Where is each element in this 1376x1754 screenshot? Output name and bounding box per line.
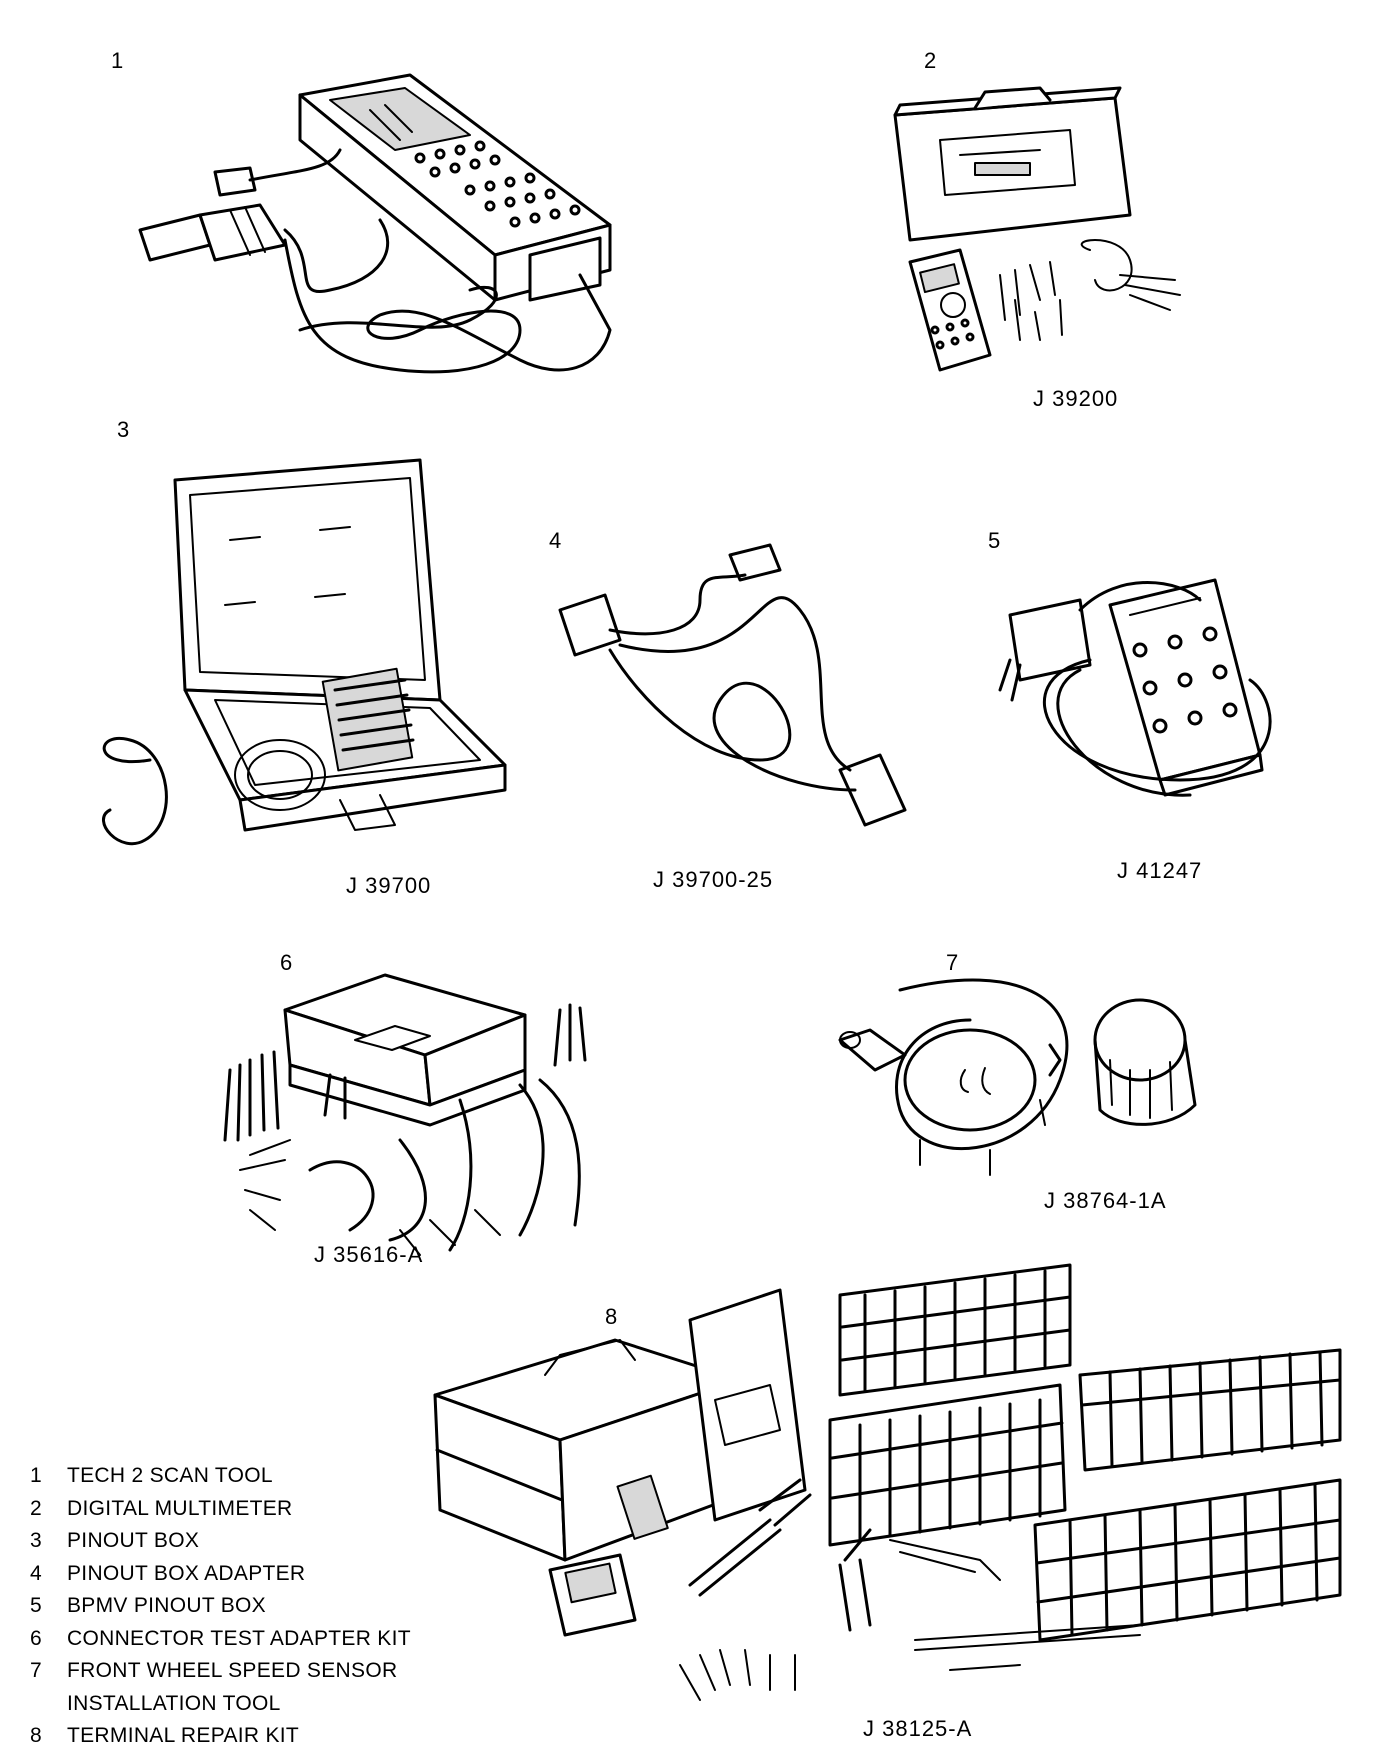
legend-item: 4 PINOUT BOX ADAPTER — [30, 1558, 420, 1591]
legend-number: 8 — [30, 1724, 42, 1747]
figure-number-4: 4 — [549, 528, 562, 553]
terminal-repair-kit-illustration — [433, 1263, 1342, 1701]
legend-item: 7 FRONT WHEEL SPEED SENSOR — [30, 1655, 420, 1688]
legend-text: PINOUT BOX ADAPTER — [67, 1561, 306, 1585]
part-number-j35616-a: J 35616-A — [314, 1242, 424, 1267]
legend-number: 2 — [30, 1496, 42, 1520]
legend-item: 1 TECH 2 SCAN TOOL — [30, 1460, 420, 1493]
legend-number — [30, 1688, 67, 1721]
part-number-j39700: J 39700 — [346, 873, 432, 898]
legend-number: 7 — [30, 1659, 42, 1682]
part-number-j38125-a: J 38125-A — [863, 1716, 973, 1741]
connector-test-adapter-kit-illustration — [223, 973, 587, 1256]
legend-text: DIGITAL MULTIMETER — [67, 1496, 293, 1520]
legend-item: INSTALLATION TOOL — [30, 1688, 420, 1721]
legend-text: BPMV PINOUT BOX — [67, 1594, 266, 1617]
legend-item: 2 DIGITAL MULTIMETER — [30, 1493, 420, 1526]
digital-multimeter-illustration — [893, 86, 1181, 372]
bpmv-pinout-box-illustration — [998, 578, 1272, 797]
legend-item: 3 PINOUT BOX — [30, 1525, 420, 1558]
pinout-box-adapter-illustration — [558, 543, 907, 827]
legend-item: 8 TERMINAL REPAIR KIT — [30, 1720, 420, 1753]
figure-number-8: 8 — [605, 1304, 618, 1329]
part-number-j41247: J 41247 — [1117, 858, 1203, 883]
legend-text: PINOUT BOX — [67, 1529, 200, 1552]
tech2-scan-tool-illustration — [138, 73, 612, 374]
legend-item: 6 CONNECTOR TEST ADAPTER KIT — [30, 1623, 420, 1656]
figure-number-1: 1 — [111, 48, 124, 73]
legend-text: TERMINAL REPAIR KIT — [67, 1724, 300, 1747]
legend-item: 5 BPMV PINOUT BOX — [30, 1590, 420, 1623]
legend-number: 3 — [30, 1529, 42, 1552]
figure-number-2: 2 — [924, 48, 937, 73]
figure-number-3: 3 — [117, 417, 130, 442]
part-number-j38764-1a: J 38764-1A — [1044, 1188, 1167, 1213]
wheel-speed-sensor-tool-illustration — [838, 978, 1197, 1176]
legend-text: INSTALLATION TOOL — [67, 1691, 281, 1715]
legend-number: 4 — [30, 1561, 42, 1585]
legend-number: 1 — [30, 1464, 42, 1487]
pinout-box-illustration — [102, 458, 507, 846]
legend-number: 5 — [30, 1594, 42, 1617]
part-number-j39200: J 39200 — [1033, 386, 1119, 411]
legend-number: 6 — [30, 1626, 42, 1650]
legend-text: CONNECTOR TEST ADAPTER KIT — [67, 1626, 411, 1650]
figure-number-5: 5 — [988, 528, 1001, 553]
figure-number-7: 7 — [946, 950, 959, 975]
legend-text: TECH 2 SCAN TOOL — [67, 1464, 273, 1487]
legend-text: FRONT WHEEL SPEED SENSOR — [67, 1659, 398, 1682]
figure-number-6: 6 — [280, 950, 293, 975]
part-number-j39700-25: J 39700-25 — [653, 867, 774, 892]
